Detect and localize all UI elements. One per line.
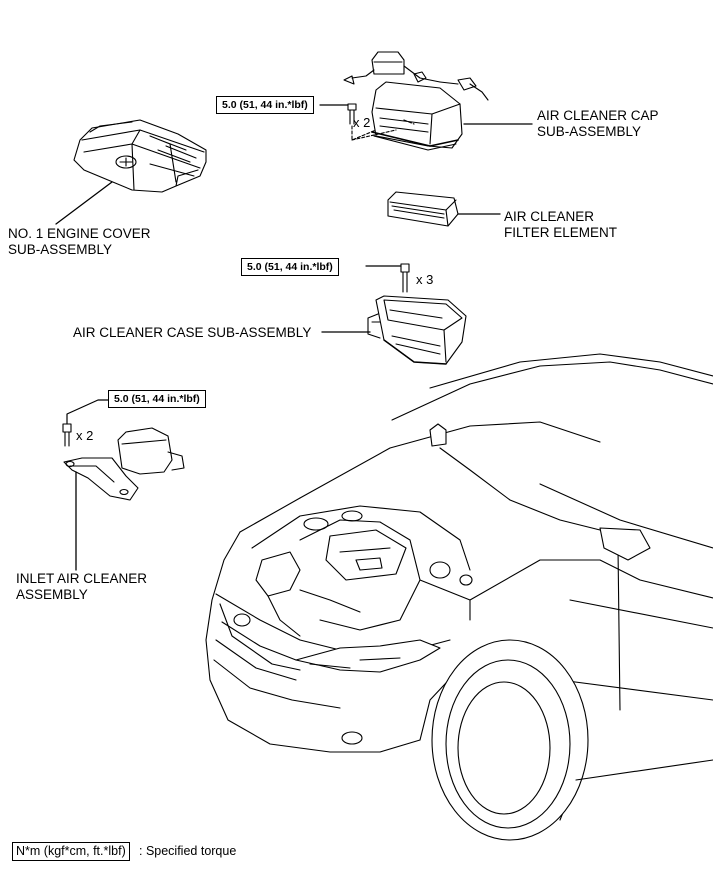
engine-cover-label: NO. 1 ENGINE COVER SUB-ASSEMBLY: [8, 226, 151, 258]
case-bolt: [400, 263, 410, 293]
cap-label: AIR CLEANER CAP SUB-ASSEMBLY: [537, 108, 659, 140]
engine-cover-label-line2: SUB-ASSEMBLY: [8, 242, 113, 257]
cap-torque-spec: 5.0 (51, 44 in.*lbf): [216, 96, 314, 114]
filter-label-line1: AIR CLEANER: [504, 209, 595, 224]
cap-bolt-qty: x 2: [353, 115, 371, 130]
engine-cover-illustration: [73, 119, 207, 193]
cap-label-line2: SUB-ASSEMBLY: [537, 124, 642, 139]
cap-label-line1: AIR CLEANER CAP: [537, 108, 659, 123]
legend-description: : Specified torque: [139, 844, 237, 858]
engine-cover-label-line1: NO. 1 ENGINE COVER: [8, 226, 151, 241]
vehicle-illustration: [205, 353, 713, 841]
inlet-torque-spec: 5.0 (51, 44 in.*lbf): [108, 390, 206, 408]
case-bolt-qty: x 3: [416, 272, 434, 287]
case-torque-spec: 5.0 (51, 44 in.*lbf): [241, 258, 339, 276]
inlet-bolt: [62, 423, 72, 447]
inlet-label-line1: INLET AIR CLEANER: [16, 571, 148, 586]
inlet-bolt-qty: x 2: [76, 428, 94, 443]
filter-label-line2: FILTER ELEMENT: [504, 225, 618, 240]
inlet-illustration: [63, 427, 185, 501]
filter-label: AIR CLEANER FILTER ELEMENT: [504, 209, 617, 241]
case-label-line1: AIR CLEANER CASE SUB-ASSEMBLY: [73, 325, 312, 340]
inlet-label-line2: ASSEMBLY: [16, 587, 88, 602]
legend-units-box: N*m (kgf*cm, ft.*lbf): [12, 842, 130, 861]
case-label: AIR CLEANER CASE SUB-ASSEMBLY: [73, 325, 311, 341]
filter-illustration: [387, 191, 459, 227]
cap-illustration: [343, 51, 489, 151]
inlet-label: INLET AIR CLEANER ASSEMBLY: [16, 571, 147, 603]
case-illustration: [367, 295, 467, 365]
